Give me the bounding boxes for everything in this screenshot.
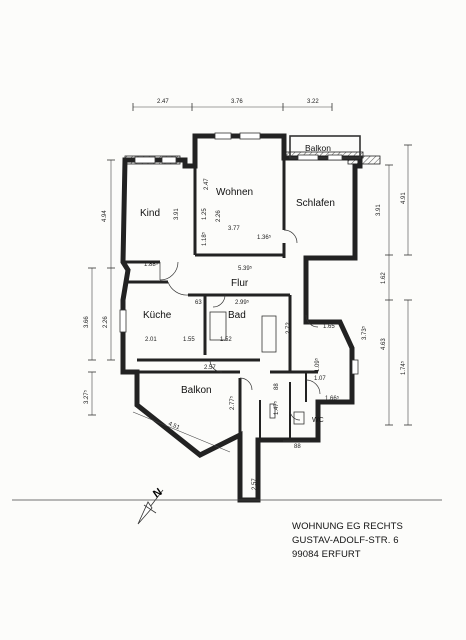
dim-wc-88: 88 — [274, 383, 280, 390]
dim-wc-147: 1.47⁵ — [273, 400, 280, 415]
caption-line-1: WOHNUNG EG RECHTS — [292, 521, 403, 532]
door-swings — [159, 229, 321, 421]
dim-wc-107: 1.07 — [314, 376, 326, 382]
dim-kind-h: 3.91 — [174, 208, 180, 220]
dim-flur-373: 3.73⁵ — [361, 325, 368, 340]
dim-right-low: 1.74⁵ — [400, 360, 407, 375]
room-kind: Kind — [140, 208, 160, 219]
right-dimension-chain — [385, 144, 412, 426]
dim-wohnen-h: 2.47 — [204, 178, 210, 190]
dim-flur-63: 63 — [195, 300, 202, 306]
dim-balkon-277: 2.77⁵ — [229, 395, 236, 410]
left-dimension-chain — [88, 159, 115, 416]
dim-bad-152: 1.52 — [220, 337, 232, 343]
dim-right-mid-1: 1.62 — [381, 272, 387, 284]
caption-line-3: 99084 ERFURT — [292, 549, 361, 560]
dim-schlafen-h: 3.91 — [376, 204, 382, 216]
dim-left-mid-2: 2.26 — [103, 316, 109, 328]
dim-kueche-155: 1.55 — [183, 337, 195, 343]
interior-walls — [125, 158, 318, 440]
north-label: N — [151, 486, 164, 500]
room-balkon-top: Balkon — [305, 143, 331, 153]
windows — [119, 132, 359, 419]
dim-left-low: 3.27⁵ — [83, 389, 90, 404]
outer-walls — [120, 133, 363, 503]
dim-right-mid-2: 4.63 — [381, 338, 387, 350]
balcony-top — [289, 135, 361, 159]
dim-right-top: 4.91 — [401, 192, 407, 204]
dim-top-2: 3.76 — [231, 99, 243, 105]
room-flur: Flur — [231, 278, 249, 289]
dim-top-1: 2.47 — [157, 99, 169, 105]
north-arrow: N — [137, 486, 164, 525]
room-bad: Bad — [228, 310, 246, 321]
dim-left-top: 4.94 — [102, 210, 108, 222]
dim-door-118: 1.18⁵ — [201, 231, 208, 246]
dim-balkon-451: 4.51 — [167, 421, 181, 431]
balkon-diagonal-dim — [132, 411, 231, 453]
dim-wohnen-w: 3.77 — [228, 226, 240, 232]
dim-wc-88b: 88 — [294, 444, 301, 450]
room-kueche: Küche — [143, 310, 172, 321]
dim-flur-w: 5.39⁵ — [238, 265, 253, 272]
dim-wohnen-w2: 1.36⁵ — [257, 234, 272, 241]
room-balkon-bottom: Balkon — [181, 385, 212, 396]
top-dimension-chain — [132, 103, 333, 111]
dim-bad-w: 2.99⁵ — [235, 299, 250, 306]
bath-fixtures — [209, 311, 305, 425]
room-schlafen: Schlafen — [296, 198, 335, 209]
dim-door-125: 1.25 — [202, 208, 208, 220]
dim-kueche-257: 2.57 — [204, 365, 216, 371]
dim-flur-165: 1.65 — [323, 324, 335, 330]
dim-flur-h: 2.72 — [286, 322, 292, 334]
dim-top-3: 3.22 — [307, 99, 319, 105]
dim-balkon-257: 2.57 — [252, 478, 258, 490]
room-wc: WC — [312, 417, 324, 424]
dim-wc-109: 1.09⁵ — [314, 357, 321, 372]
dim-kind-w: 1.88⁵ — [144, 261, 159, 268]
dim-wc-166: 1.66⁵ — [325, 395, 340, 402]
room-wohnen: Wohnen — [216, 187, 253, 198]
caption-line-2: GUSTAV-ADOLF-STR. 6 — [292, 535, 399, 546]
dim-kueche-201: 2.01 — [145, 337, 157, 343]
dim-wohnen-h2: 2.26 — [216, 210, 222, 222]
dim-left-mid-1: 3.66 — [84, 316, 90, 328]
